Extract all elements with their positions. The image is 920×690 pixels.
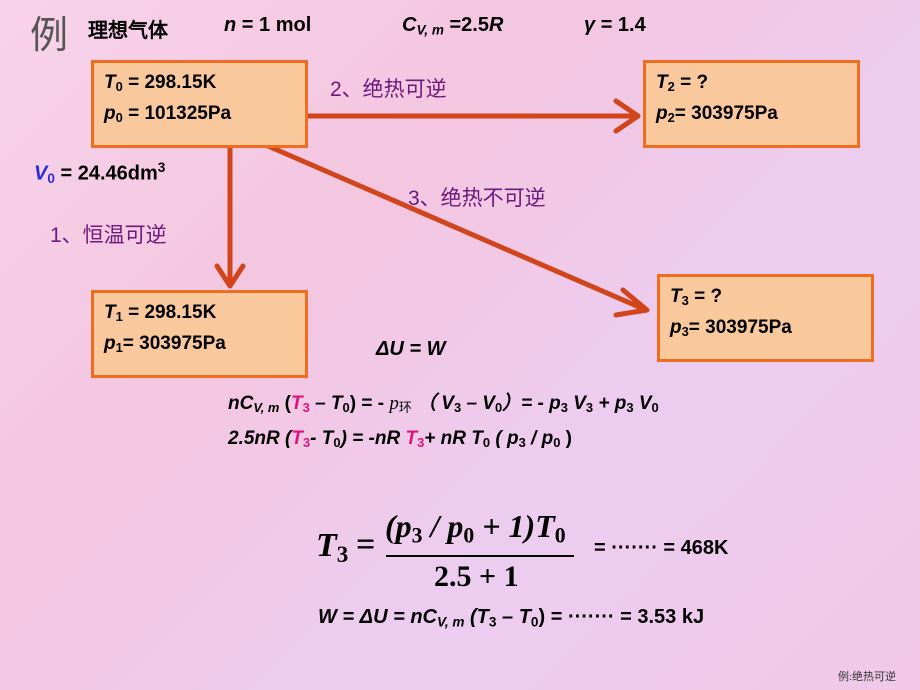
- eq-du-w: ΔU = W: [376, 338, 446, 360]
- state1-pressure: p1= 303975Pa: [104, 333, 226, 356]
- arrowhead-2: [613, 98, 641, 134]
- fraction-bar: [386, 555, 574, 557]
- arrowhead-3: [613, 287, 650, 318]
- state0-temperature: T0 = 298.15K: [104, 72, 217, 95]
- example-char: 例: [30, 15, 69, 57]
- state0-pressure: p0 = 101325Pa: [104, 103, 232, 126]
- state2-temperature: T2 = ?: [656, 72, 709, 95]
- frac-equals: =: [356, 526, 376, 563]
- state-box-2: T2 = ? p2= 303975Pa: [643, 60, 860, 148]
- state2-pressure: p2= 303975Pa: [656, 103, 778, 126]
- header-n: n = 1 mol: [224, 14, 312, 36]
- frac-numerator: (p3 / p0 + 1)T0: [385, 508, 566, 548]
- frac-denominator: 2.5 + 1: [434, 560, 519, 593]
- state3-pressure: p3= 303975Pa: [670, 317, 792, 340]
- frac-result: = ······· = 468K: [594, 537, 729, 559]
- state-box-0: T0 = 298.15K p0 = 101325Pa: [91, 60, 308, 148]
- path-label-2: 2、绝热可逆: [330, 78, 447, 101]
- state-box-1: T1 = 298.15K p1= 303975Pa: [91, 290, 308, 378]
- v0-label: V0 = 24.46dm3: [34, 160, 166, 186]
- header-cv: CV, m =2.5R: [402, 14, 504, 38]
- eq-work: W = ΔU = nCV, m (T3 – T0) = ······· = 3.…: [318, 606, 705, 630]
- state1-temperature: T1 = 298.15K: [104, 302, 217, 325]
- frac-lhs: T3: [316, 527, 349, 568]
- state-box-3: T3 = ? p3= 303975Pa: [657, 274, 874, 362]
- eq-energy-balance: nCV, m (T3 – T0) = - p环 （ V3 – V0）= - p3…: [228, 393, 659, 416]
- arrow-path-3: [265, 143, 649, 313]
- eq-expanded: 2.5nR (T3- T0) = -nR T3+ nR T0 ( p3 / p0…: [228, 428, 572, 451]
- state3-temperature: T3 = ?: [670, 286, 723, 309]
- path-label-3: 3、绝热不可逆: [408, 187, 546, 210]
- header-gamma: γ = 1.4: [584, 14, 646, 36]
- arrowhead-1: [214, 263, 246, 289]
- slide-footer: 例:绝热可逆: [838, 671, 897, 683]
- gas-label: 理想气体: [88, 20, 168, 42]
- path-label-1: 1、恒温可逆: [50, 224, 167, 247]
